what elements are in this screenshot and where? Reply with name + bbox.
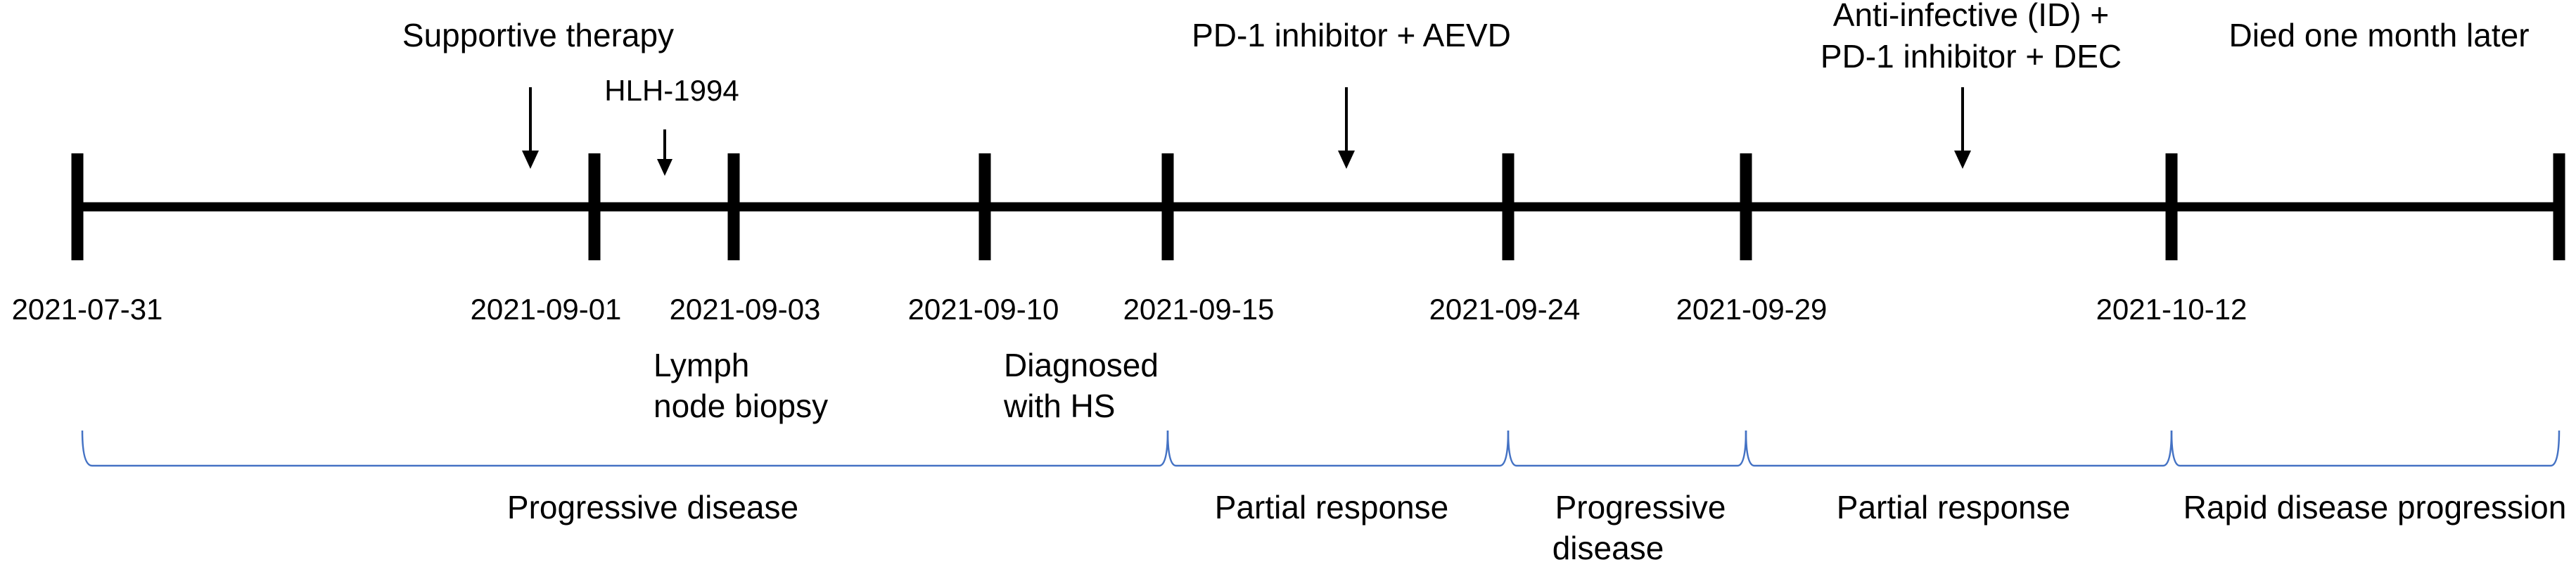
phase-partial-response-1: Partial response	[1215, 489, 1448, 525]
milestone-biopsy-line2: node biopsy	[653, 388, 828, 424]
bracket-progressive-2	[1507, 430, 1747, 467]
event-anti-infective-line1: Anti-infective (ID) +	[1833, 0, 2109, 33]
date-label: 2021-09-24	[1429, 293, 1581, 326]
date-label: 2021-09-15	[1123, 293, 1275, 326]
milestone-diagnosed-line1: Diagnosed	[1004, 347, 1159, 383]
date-label: 2021-10-12	[2096, 293, 2247, 326]
arrow-hlh-1994	[657, 129, 672, 176]
arrow-supportive-therapy	[522, 87, 539, 169]
event-pd1-aevd: PD-1 inhibitor + AEVD	[1192, 17, 1511, 53]
date-label: 2021-09-01	[471, 293, 622, 326]
phase-partial-response-2: Partial response	[1837, 489, 2070, 525]
phase-rapid-progression: Rapid disease progression	[2183, 489, 2567, 525]
date-labels: 2021-07-31 2021-09-01 2021-09-03 2021-09…	[12, 293, 2247, 326]
bracket-partial-2	[1745, 430, 2173, 467]
phase-progressive-disease-2-line2: disease	[1552, 530, 1664, 566]
phase-brackets	[81, 430, 2561, 467]
bracket-rapid	[2170, 430, 2561, 467]
bracket-progressive-1	[81, 430, 1169, 467]
event-anti-infective-line2: PD-1 inhibitor + DEC	[1821, 38, 2122, 75]
milestone-biopsy-line1: Lymph	[653, 347, 749, 383]
arrow-pd1-aevd	[1338, 87, 1355, 169]
event-died: Died one month later	[2229, 17, 2529, 53]
arrow-anti-infective	[1954, 87, 1971, 169]
bracket-partial-1	[1166, 430, 1510, 467]
date-label: 2021-09-29	[1676, 293, 1828, 326]
date-label: 2021-09-03	[670, 293, 821, 326]
phase-progressive-disease-2-line1: Progressive	[1555, 489, 1726, 525]
timeline-ticks	[71, 153, 2565, 260]
event-supportive-therapy: Supportive therapy	[402, 17, 674, 53]
event-hlh-1994: HLH-1994	[604, 74, 739, 107]
event-arrows	[522, 87, 1971, 176]
milestone-diagnosed-line2: with HS	[1003, 388, 1115, 424]
phase-progressive-disease: Progressive disease	[507, 489, 798, 525]
date-label: 2021-09-10	[908, 293, 1059, 326]
date-label: 2021-07-31	[12, 293, 163, 326]
